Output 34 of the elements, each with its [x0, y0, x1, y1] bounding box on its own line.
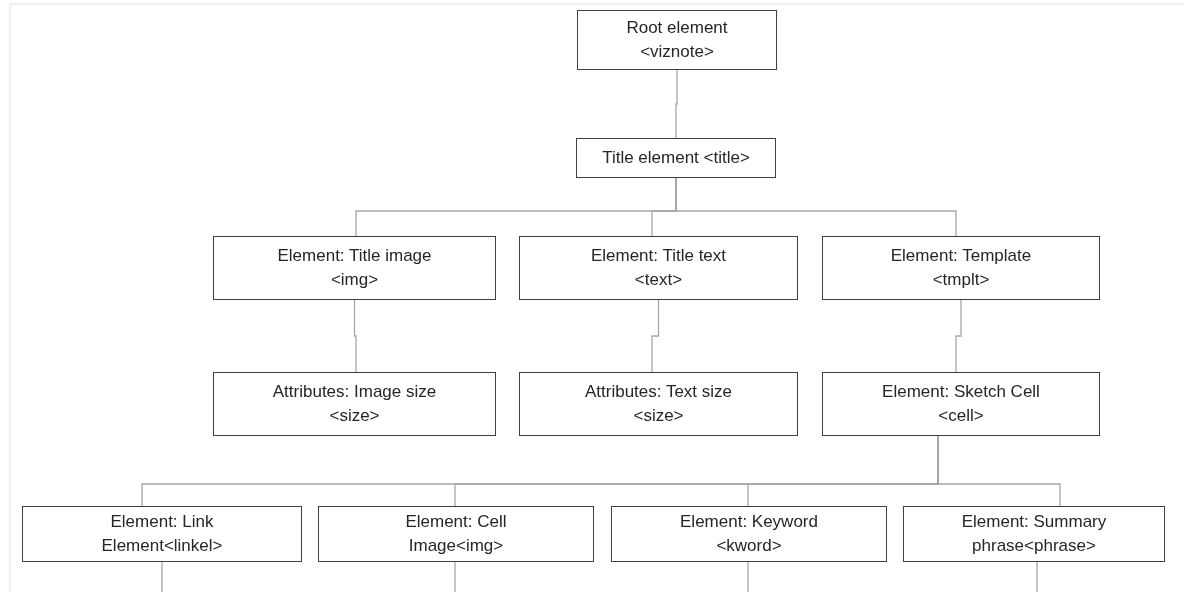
connector-line	[675, 177, 957, 237]
connector-line	[1036, 561, 1038, 592]
connector-line	[353, 299, 357, 373]
element-box	[903, 506, 1165, 562]
connector-line	[747, 561, 749, 592]
connector-line	[675, 69, 678, 139]
element-box	[611, 506, 887, 562]
element-label: Attributes: Image size <size>	[271, 381, 438, 427]
element-box	[577, 10, 777, 70]
element-label: Element: Title image <img>	[276, 245, 433, 291]
element-box	[822, 236, 1100, 300]
element-box	[318, 506, 594, 562]
connector-line	[651, 299, 660, 373]
element-box	[213, 236, 496, 300]
element-box	[22, 506, 302, 562]
element-box	[519, 236, 798, 300]
element-box	[519, 372, 798, 436]
element-label: Element: Cell Image<img>	[404, 511, 508, 557]
element-label: Element: Template <tmplt>	[889, 245, 1033, 291]
connector-line	[955, 299, 962, 373]
connector-line	[937, 435, 1061, 507]
element-label: Element: Summary phrase<phrase>	[960, 511, 1108, 557]
element-label: Root element <viznote>	[625, 17, 729, 63]
element-box	[576, 138, 776, 178]
element-label: Element: Title text <text>	[589, 245, 728, 291]
element-label: Attributes: Text size <size>	[583, 381, 734, 427]
element-label: Title element <title>	[602, 147, 750, 170]
element-label: Element: Link Element<linkel>	[100, 511, 224, 557]
element-box	[213, 372, 496, 436]
element-label: Element: Keyword <kword>	[679, 511, 819, 557]
connector-line	[454, 561, 456, 592]
element-label: Element: Sketch Cell <cell>	[881, 381, 1041, 427]
element-box	[822, 372, 1100, 436]
connector-line	[161, 561, 163, 592]
